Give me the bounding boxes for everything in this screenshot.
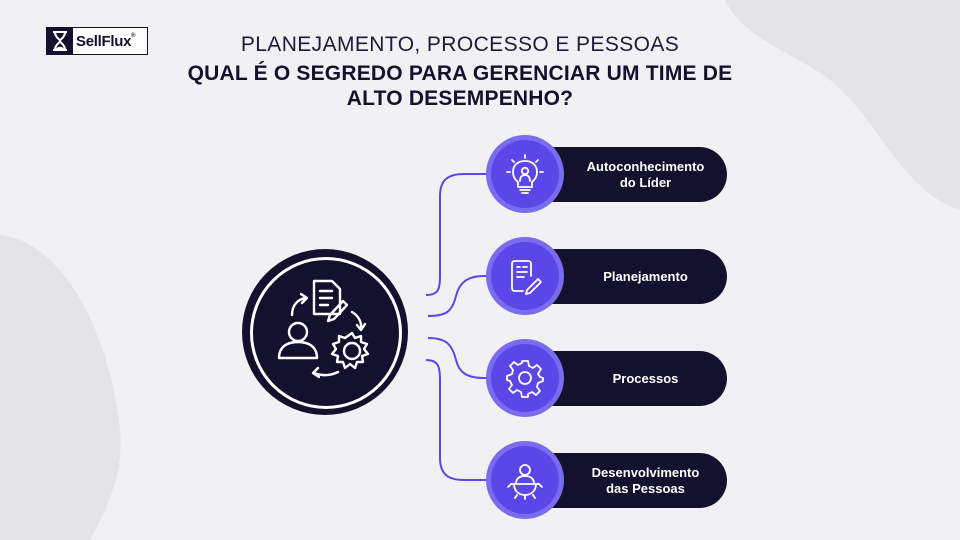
item-label: Desenvolvimento das Pessoas xyxy=(591,464,700,496)
item-label: Processos xyxy=(612,370,679,386)
document-pencil-icon xyxy=(511,260,542,295)
item-pill-autoconhecimento: Autoconhecimento do Líder xyxy=(534,147,727,202)
hub-ring xyxy=(250,257,402,409)
item-pill-desenvolvimento: Desenvolvimento das Pessoas xyxy=(534,453,727,508)
gear-icon xyxy=(506,360,544,398)
item-pill-planejamento: Planejamento xyxy=(534,249,727,304)
item-icon-circle xyxy=(486,135,564,213)
page-subtitle: PLANEJAMENTO, PROCESSO E PESSOAS xyxy=(240,33,680,56)
item-label: Planejamento xyxy=(603,268,688,284)
brand-name: SellFlux® xyxy=(76,32,136,50)
sellflux-logo: SellFlux® xyxy=(46,27,148,55)
lightbulb-person-icon xyxy=(506,154,544,194)
management-cycle-icon xyxy=(277,279,370,379)
item-icon-circle xyxy=(486,339,564,417)
item-pill-processos: Processos xyxy=(534,351,727,406)
person-growth-icon xyxy=(507,464,543,500)
item-icon-circle xyxy=(486,237,564,315)
hourglass-logo-icon xyxy=(47,28,73,54)
central-hub xyxy=(242,249,408,415)
item-icon-circle xyxy=(486,441,564,519)
item-label: Autoconhecimento do Líder xyxy=(586,158,705,190)
page-title: QUAL É O SEGREDO PARA GERENCIAR UM TIME … xyxy=(187,62,733,110)
